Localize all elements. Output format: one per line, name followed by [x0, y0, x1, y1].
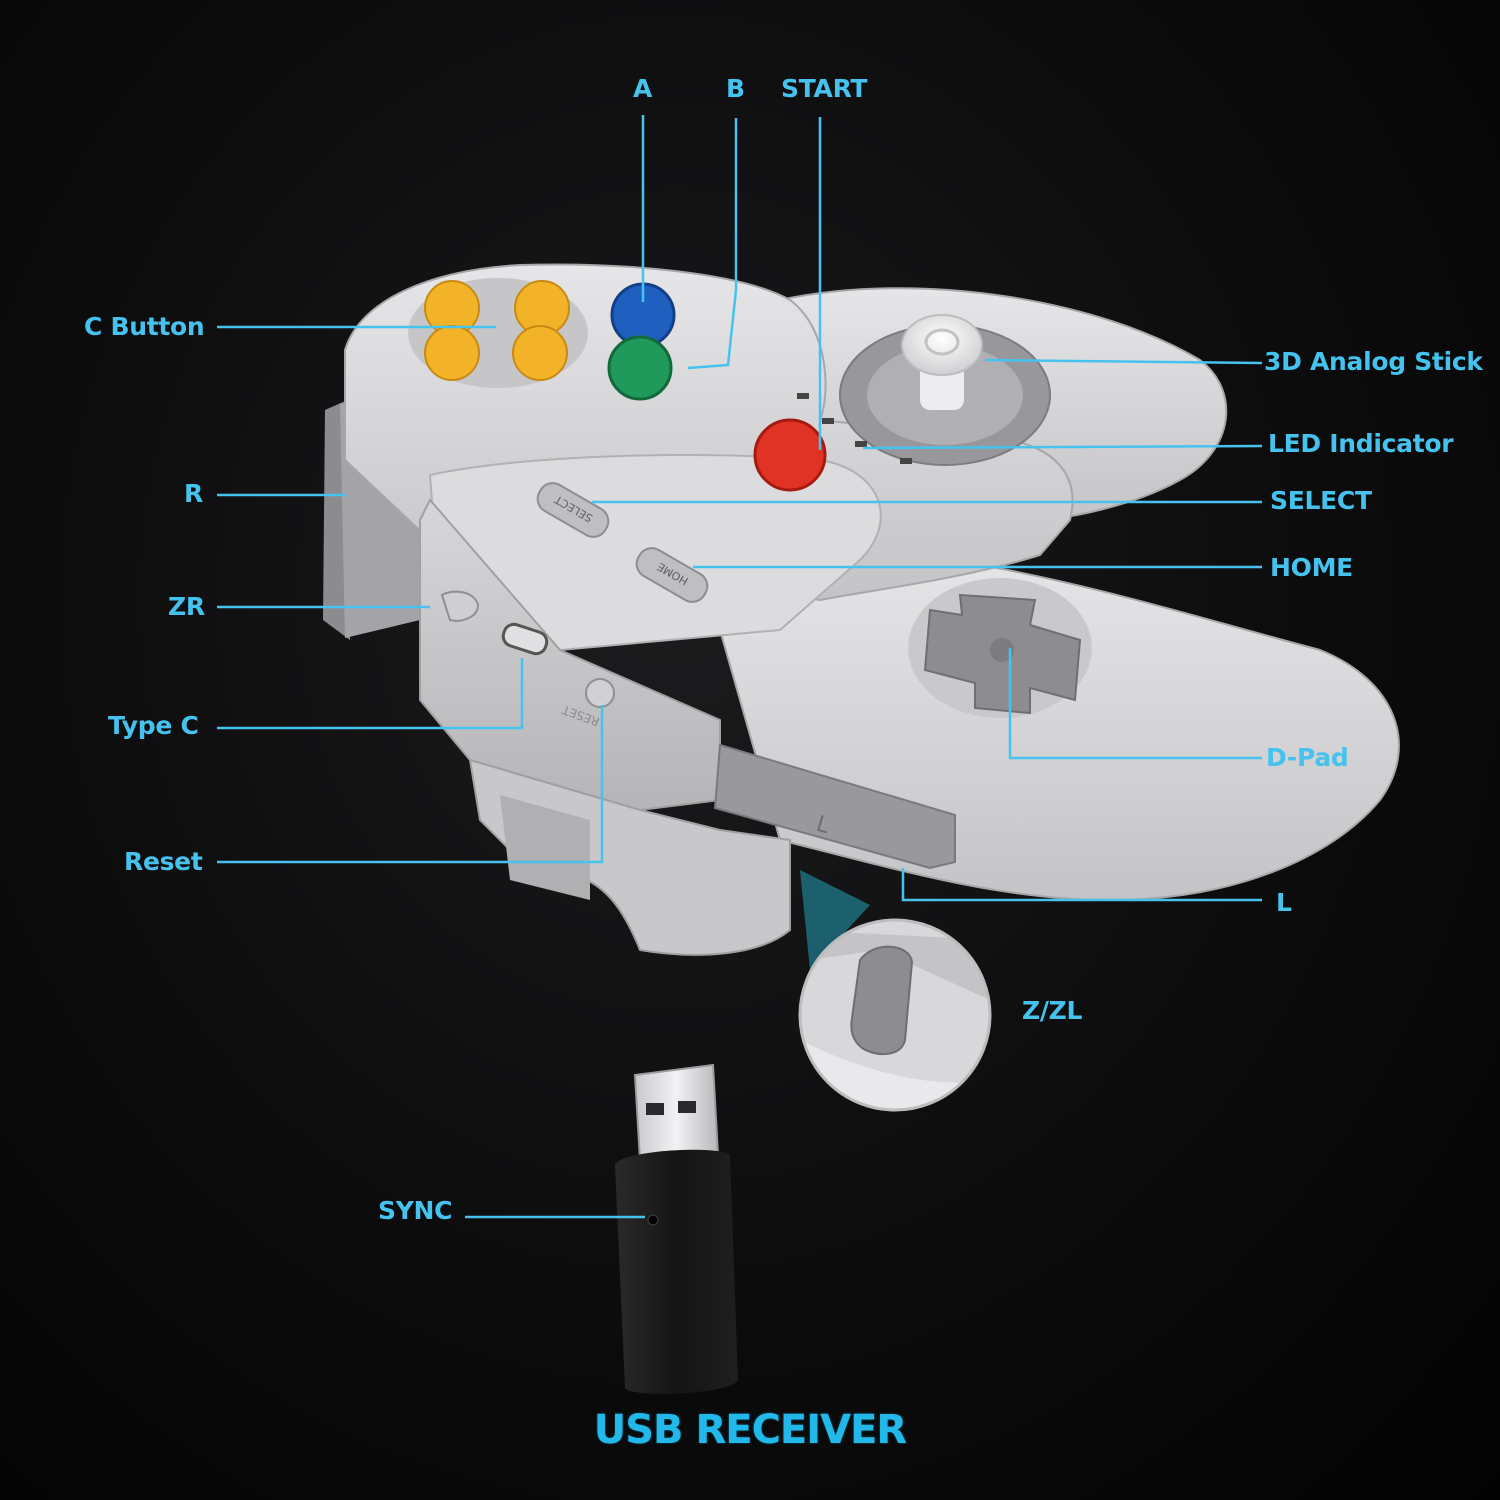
callout-r: R — [184, 479, 203, 508]
callout-home: HOME — [1270, 553, 1353, 582]
l-shoulder-button[interactable] — [713, 743, 956, 870]
callout-zr: ZR — [168, 592, 205, 621]
select-button[interactable]: SELECT — [533, 478, 614, 542]
callout-l: L — [1276, 888, 1292, 917]
callout-led-indicator: LED Indicator — [1268, 429, 1454, 458]
callout-lines — [217, 115, 1263, 1219]
type-c-port — [501, 622, 549, 656]
c-left-button[interactable] — [424, 325, 480, 381]
z-zl-zoom-inset — [798, 870, 992, 1112]
sync-button[interactable] — [647, 1214, 659, 1226]
controller: L S — [323, 263, 1400, 956]
callout-start: START — [781, 74, 868, 103]
zr-button[interactable] — [440, 590, 480, 622]
callout-sync: SYNC — [378, 1196, 453, 1225]
d-pad[interactable] — [908, 578, 1092, 718]
c-down-button[interactable] — [512, 325, 568, 381]
callout-type-c: Type C — [108, 711, 199, 740]
callout-a: A — [633, 74, 653, 103]
callout-analog-stick: 3D Analog Stick — [1264, 347, 1483, 376]
callout-d-pad: D-Pad — [1266, 743, 1349, 772]
b-button[interactable] — [607, 335, 673, 401]
z-trigger[interactable] — [850, 945, 914, 1056]
led-indicators — [797, 393, 912, 464]
callout-select: SELECT — [1270, 486, 1372, 515]
usb-receiver — [615, 1063, 738, 1394]
c-button-cluster — [408, 278, 588, 388]
callout-c-button: C Button — [84, 312, 205, 341]
start-button[interactable] — [753, 418, 827, 492]
usb-receiver-title: USB RECEIVER — [593, 1407, 907, 1453]
callout-z-zl: Z/ZL — [1022, 996, 1083, 1025]
callout-reset: Reset — [124, 847, 203, 876]
reset-button[interactable] — [585, 678, 615, 708]
callout-b: B — [726, 74, 745, 103]
home-button[interactable]: HOME — [632, 543, 713, 607]
